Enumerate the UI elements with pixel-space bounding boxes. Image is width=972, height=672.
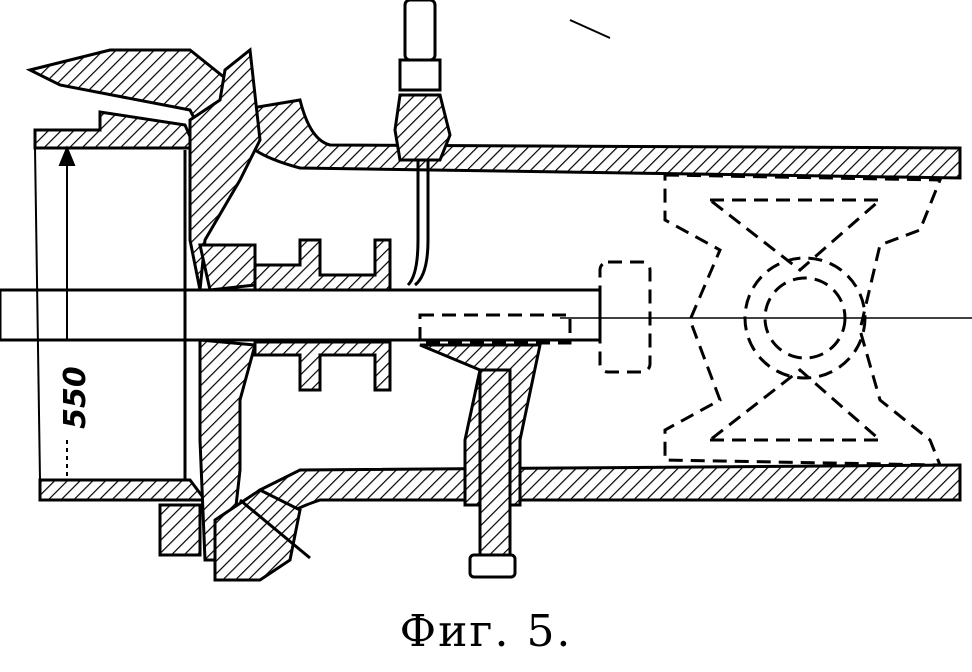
packing-collar-lower [253,340,392,392]
bottom-flange [213,488,302,582]
dimension-line [58,145,76,478]
casing-top-left [33,110,198,150]
bolt [478,368,512,572]
gland-upper [198,243,257,292]
casing-top-wall [237,98,962,180]
cover-flange [188,47,262,291]
drain-rod [239,498,311,560]
needle-handle [403,0,437,62]
needle-rod-2 [413,160,430,287]
needle-rod [406,160,420,287]
needle-fitting [393,93,452,162]
casing-bottom-wall [257,463,962,523]
bolt-nut [468,553,517,579]
casing-left-edge [34,147,41,481]
figure-caption: Фиг. 5. [399,606,573,657]
dimension-label: 550 [57,366,93,429]
packing-collar-upper [253,238,392,292]
needle-collar [398,58,442,92]
bottom-boss [158,503,202,557]
casing-bottom-left [38,478,208,502]
